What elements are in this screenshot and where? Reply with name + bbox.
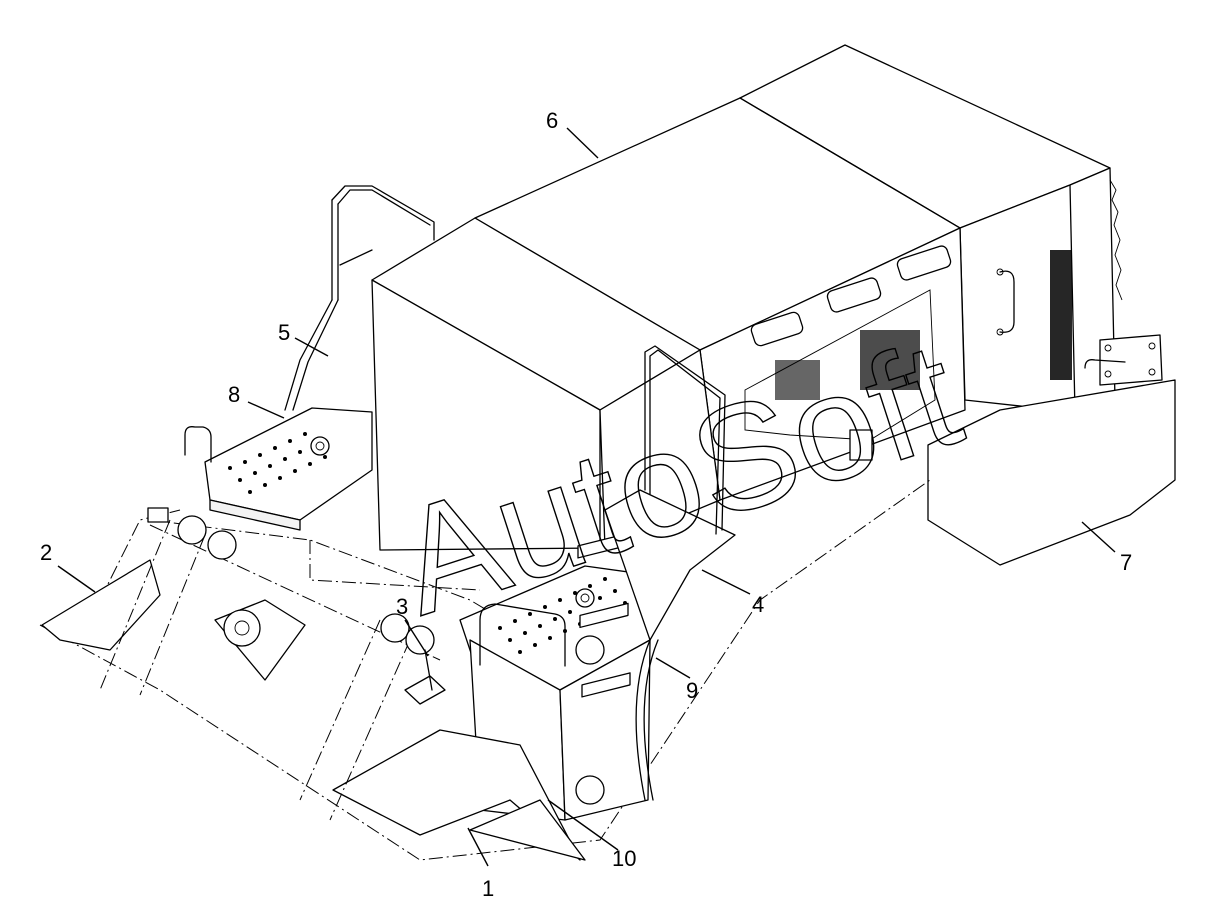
callout-6: 6 <box>546 108 558 133</box>
callouts: 1 2 3 4 5 6 7 8 9 10 <box>40 108 1132 901</box>
callout-3: 3 <box>396 594 408 619</box>
callout-7: 7 <box>1120 550 1132 575</box>
callout-5: 5 <box>278 320 290 345</box>
callout-4: 4 <box>752 592 764 617</box>
right-platform <box>459 345 736 821</box>
callout-9: 9 <box>686 678 698 703</box>
leader-lines <box>57 127 1116 867</box>
callout-8: 8 <box>228 382 240 407</box>
front-blade <box>41 507 586 861</box>
front-cab-block <box>371 217 721 551</box>
callout-1: 1 <box>482 876 494 901</box>
callout-2: 2 <box>40 540 52 565</box>
counterweight <box>927 334 1176 566</box>
left-platform <box>184 185 435 531</box>
rear-enclosure <box>739 44 1123 413</box>
callout-10: 10 <box>612 846 636 871</box>
